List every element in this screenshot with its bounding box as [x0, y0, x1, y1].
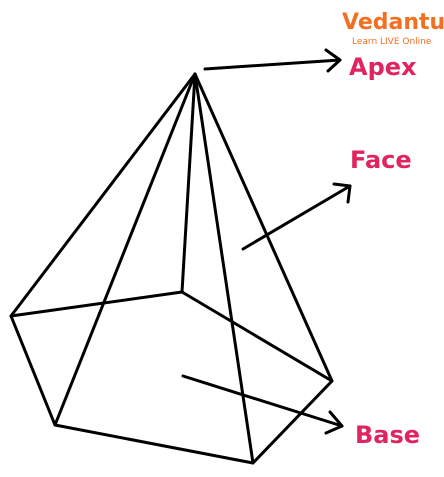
pyramid-base [9, 290, 334, 465]
face-arrow [241, 182, 352, 251]
base-arrow [181, 374, 344, 435]
face-label: Face [350, 146, 412, 174]
edge-apex-back [180, 72, 197, 294]
brand-name: Vedantu [342, 10, 444, 35]
pyramid-edges [9, 72, 334, 465]
apex-label: Apex [349, 53, 417, 81]
base-pentagon [9, 290, 334, 465]
edge-apex-left [9, 72, 197, 318]
brand-tagline: Learn LIVE Online [352, 37, 432, 47]
edge-apex-front-right [193, 72, 255, 465]
edge-apex-right [193, 72, 334, 383]
edge-apex-front-left [53, 72, 197, 427]
vedantu-logo: Vedantu Learn LIVE Online [342, 10, 444, 47]
base-label: Base [355, 421, 420, 449]
annotation-arrows [181, 48, 352, 435]
apex-arrow [203, 48, 342, 73]
